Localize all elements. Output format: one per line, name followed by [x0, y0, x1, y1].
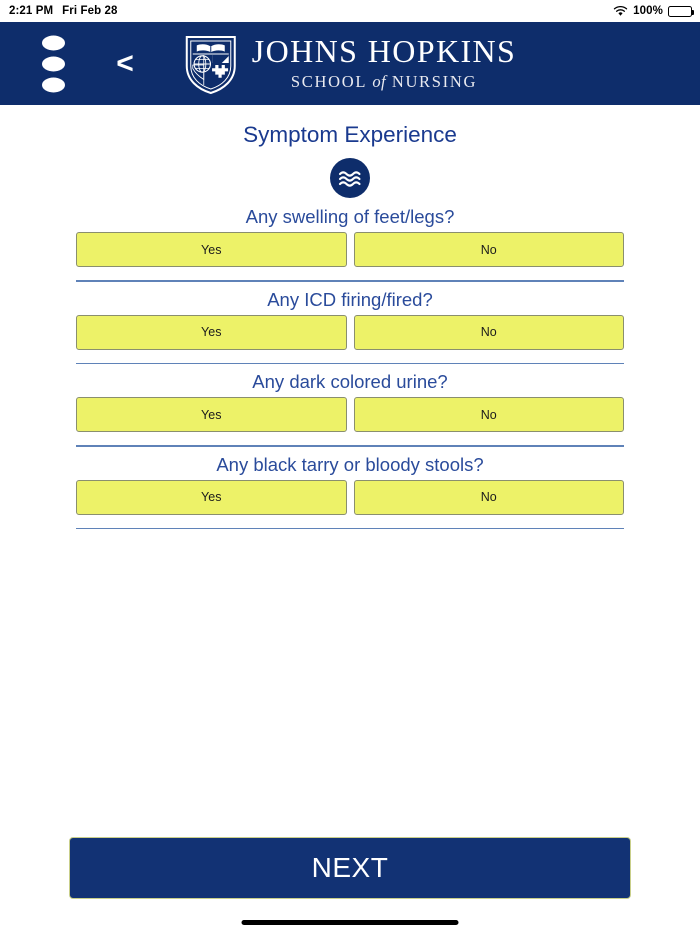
- question-list: Any swelling of feet/legs? Yes No Any IC…: [76, 202, 624, 530]
- question-block-2: Any ICD firing/fired? Yes No: [76, 285, 624, 365]
- answer-yes-button[interactable]: Yes: [76, 232, 347, 267]
- question-block-4: Any black tarry or bloody stools? Yes No: [76, 450, 624, 530]
- back-chevron-icon[interactable]: <: [116, 46, 134, 80]
- answer-row: Yes No: [76, 397, 624, 433]
- home-indicator[interactable]: [241, 920, 459, 925]
- menu-dots-icon[interactable]: [42, 35, 65, 92]
- answer-no-button[interactable]: No: [353, 479, 624, 515]
- brand-subtitle-post: NURSING: [391, 72, 478, 92]
- question-separator: [76, 527, 624, 530]
- answer-row: Yes No: [76, 479, 624, 515]
- answer-no-button[interactable]: No: [353, 314, 624, 350]
- question-separator: [76, 445, 624, 447]
- question-block-1: Any swelling of feet/legs? Yes No: [76, 202, 624, 282]
- brand-subtitle-pre: SCHOOL: [290, 72, 367, 92]
- next-button[interactable]: NEXT: [69, 837, 631, 899]
- brand-name: JOHNS HOPKINS: [251, 32, 517, 69]
- brand-subtitle: SCHOOL of NURSING: [291, 72, 477, 92]
- app-header: <: [0, 22, 700, 105]
- question-block-3: Any dark colored urine? Yes No: [76, 367, 624, 447]
- menu-dot-1: [42, 35, 65, 50]
- question-text: Any dark colored urine?: [252, 371, 448, 393]
- brand-logo: JOHNS HOPKINS SCHOOL of NURSING: [184, 33, 516, 95]
- menu-dot-3: [42, 77, 65, 92]
- status-bar-right: 100%: [613, 5, 700, 17]
- status-bar: 2:21 PM Fri Feb 28 100%: [0, 0, 700, 22]
- johns-hopkins-shield-icon: [185, 35, 236, 94]
- answer-yes-button[interactable]: Yes: [76, 397, 347, 433]
- question-text: Any swelling of feet/legs?: [245, 206, 455, 227]
- question-separator: [76, 362, 624, 365]
- status-date: Fri Feb 28: [62, 5, 118, 17]
- waves-icon: [330, 158, 370, 198]
- answer-yes-button[interactable]: Yes: [76, 314, 347, 350]
- answer-yes-button[interactable]: Yes: [76, 479, 347, 515]
- menu-dot-2: [42, 56, 65, 71]
- answer-no-button[interactable]: No: [353, 397, 624, 433]
- answer-row: Yes No: [76, 232, 624, 267]
- battery-percent: 100%: [633, 5, 663, 17]
- main-content: Symptom Experience Any swelling of feet/…: [0, 105, 700, 532]
- question-separator: [76, 280, 624, 282]
- question-text: Any black tarry or bloody stools?: [216, 453, 484, 475]
- status-bar-left: 2:21 PM Fri Feb 28: [0, 5, 118, 17]
- status-time: 2:21 PM: [9, 5, 54, 17]
- brand-subtitle-of: of: [372, 72, 386, 92]
- page-title: Symptom Experience: [243, 122, 457, 147]
- answer-no-button[interactable]: No: [353, 232, 624, 267]
- battery-full-icon: [668, 5, 695, 17]
- question-text: Any ICD firing/fired?: [267, 288, 433, 310]
- wifi-icon: [613, 5, 628, 17]
- brand-wordmark: JOHNS HOPKINS SCHOOL of NURSING: [251, 32, 517, 93]
- answer-row: Yes No: [76, 314, 624, 350]
